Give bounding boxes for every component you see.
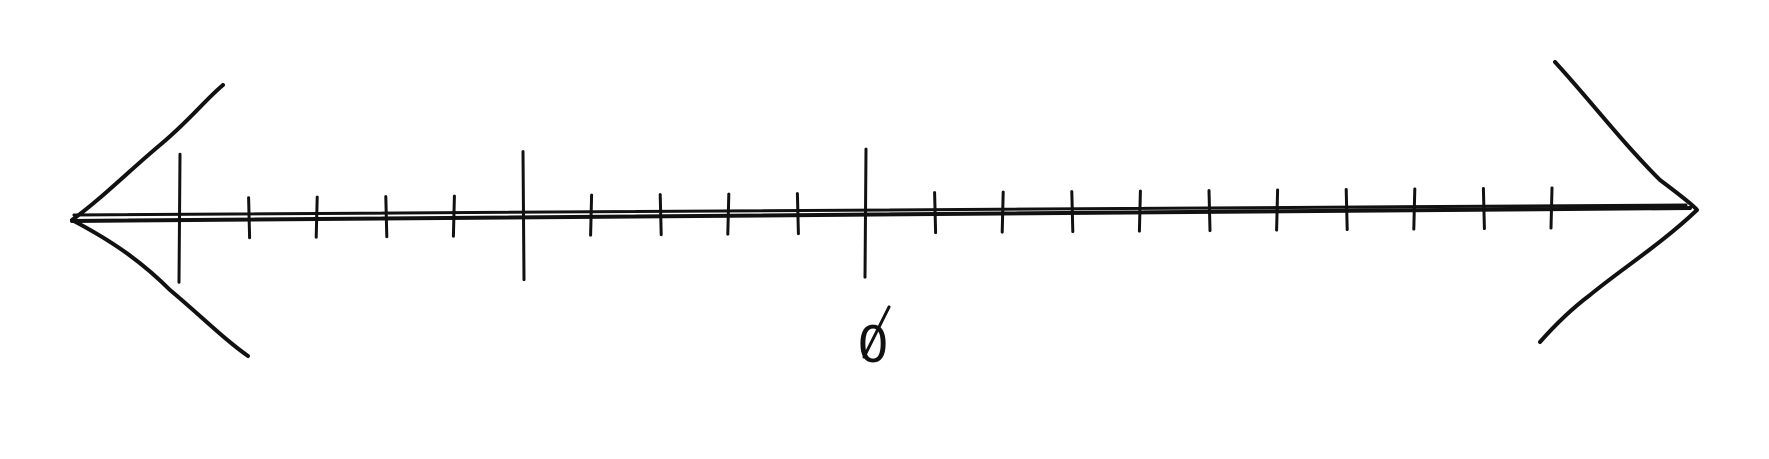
right-arrowhead [1538, 60, 1699, 344]
tick-mark [726, 192, 731, 236]
tick-mark-major [863, 147, 868, 279]
tick-mark [589, 193, 594, 237]
tick-mark [1412, 187, 1417, 231]
tick-mark [451, 194, 456, 238]
tick-mark [1275, 188, 1280, 232]
tick-mark [933, 191, 938, 235]
tick-mark-major [521, 150, 526, 282]
tick-mark [1207, 189, 1212, 233]
left-arrowhead [70, 83, 250, 358]
tick-mark [247, 196, 252, 240]
tick-mark [1344, 188, 1349, 232]
tick-mark [658, 193, 663, 237]
zero-label: 0 [857, 316, 889, 374]
tick-mark [1000, 190, 1005, 234]
tick-mark [384, 195, 389, 239]
tick-mark-major [177, 152, 182, 284]
tick-mark [1481, 187, 1486, 231]
tick-mark [1070, 190, 1075, 234]
tick-mark [795, 192, 800, 236]
number-line-axis [70, 206, 1692, 223]
zero-slash [862, 305, 891, 359]
zero-label-group: 0 [857, 305, 891, 374]
tick-mark [1137, 189, 1142, 233]
tick-mark [314, 195, 319, 239]
tick-mark [1549, 186, 1554, 230]
number-line-axis-inner [72, 203, 1688, 217]
